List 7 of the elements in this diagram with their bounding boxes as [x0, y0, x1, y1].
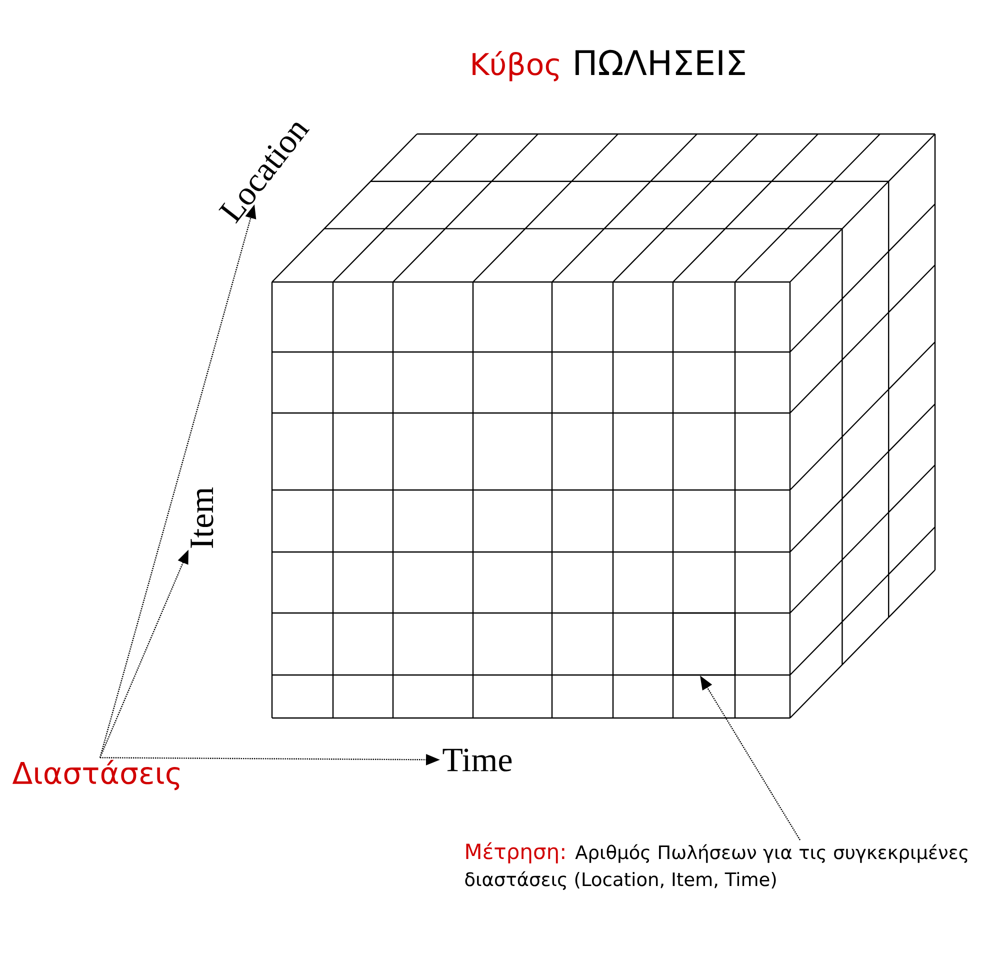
measure-note: Μέτρηση: Αριθμός Πωλήσεων για τις συγκεκριμένες διαστάσεις (Location, Item, Time) [465, 842, 968, 890]
axis-label: Time [442, 748, 512, 772]
axis-label: Item [190, 487, 214, 548]
dimension-label: Διαστάσεις [12, 760, 180, 790]
title-label: Κύβος [472, 51, 559, 82]
grid-cell [672, 612, 736, 676]
title: ΠΩΛΗΣΕΙΣ [576, 50, 745, 75]
